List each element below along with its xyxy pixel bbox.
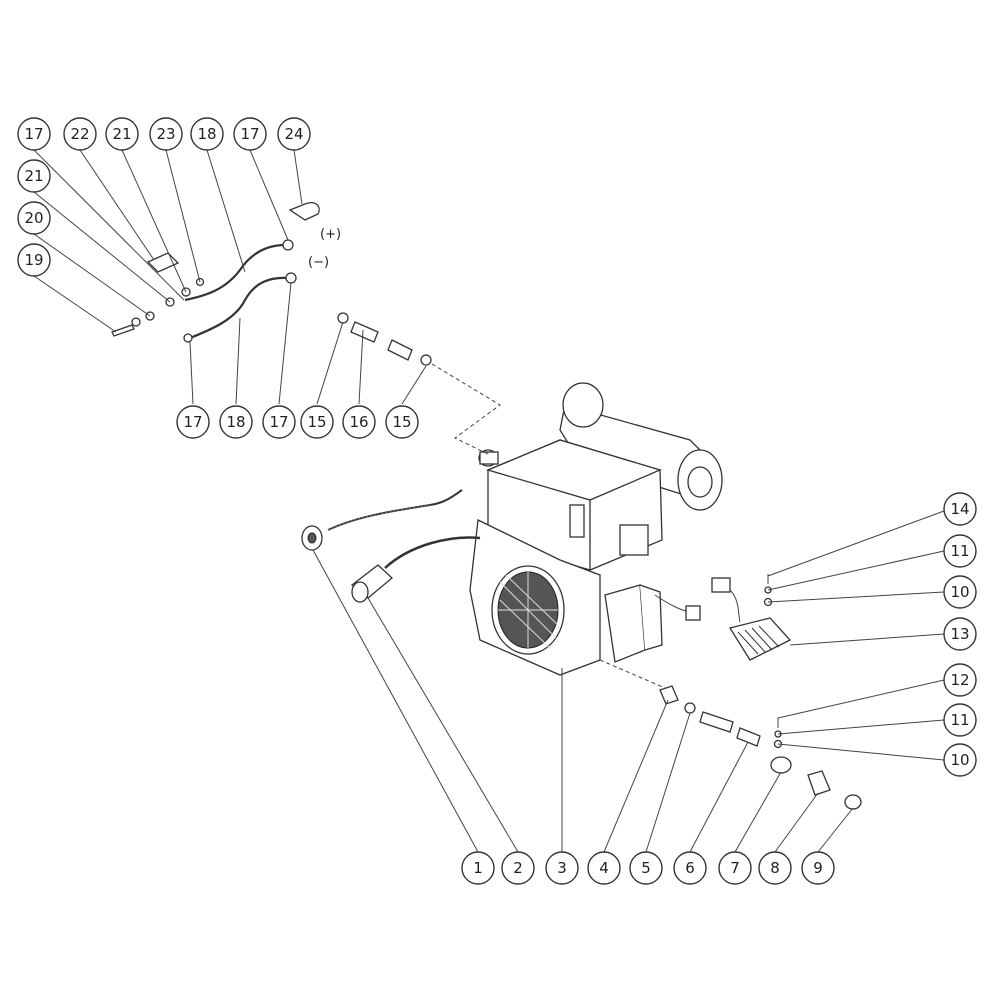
callout-21-top: 21	[105, 117, 139, 151]
callout-17-bottom-left: 17	[176, 405, 210, 439]
callout-5: 5	[629, 851, 663, 885]
svg-text:4: 4	[599, 859, 609, 877]
callout-11-lower: 11	[943, 703, 977, 737]
callout-7: 7	[718, 851, 752, 885]
svg-text:17: 17	[240, 125, 259, 143]
callout-21-left: 21	[17, 159, 51, 193]
svg-text:18: 18	[226, 413, 245, 431]
callout-4: 4	[587, 851, 621, 885]
lower-right-parts	[599, 659, 862, 810]
callout-14: 14	[943, 492, 977, 526]
callout-15-left: 15	[300, 405, 334, 439]
battery-cable-parts	[111, 202, 320, 343]
svg-text:1: 1	[473, 859, 483, 877]
callout-12: 12	[943, 663, 977, 697]
svg-text:21: 21	[112, 125, 131, 143]
svg-text:16: 16	[349, 413, 368, 431]
svg-text:15: 15	[392, 413, 411, 431]
callout-22: 22	[63, 117, 97, 151]
svg-text:10: 10	[950, 751, 969, 769]
svg-text:14: 14	[950, 500, 969, 518]
svg-text:17: 17	[24, 125, 43, 143]
svg-text:17: 17	[183, 413, 202, 431]
callout-13: 13	[943, 617, 977, 651]
svg-text:19: 19	[24, 251, 43, 269]
callout-10-upper: 10	[943, 575, 977, 609]
svg-text:8: 8	[770, 859, 780, 877]
svg-text:10: 10	[950, 583, 969, 601]
svg-text:3: 3	[557, 859, 567, 877]
callout-11-upper: 11	[943, 534, 977, 568]
svg-text:7: 7	[730, 859, 740, 877]
callout-15-right: 15	[385, 405, 419, 439]
negative-sign: (−)	[308, 255, 329, 270]
positive-sign: (+)	[320, 227, 341, 242]
callout-20: 20	[17, 201, 51, 235]
callout-1: 1	[461, 851, 495, 885]
svg-text:22: 22	[70, 125, 89, 143]
callout-10-lower: 10	[943, 743, 977, 777]
callout-17-top-left: 17	[17, 117, 51, 151]
callout-3: 3	[545, 851, 579, 885]
svg-text:13: 13	[950, 625, 969, 643]
svg-text:12: 12	[950, 671, 969, 689]
svg-text:20: 20	[24, 209, 43, 227]
callout-8: 8	[758, 851, 792, 885]
svg-text:5: 5	[641, 859, 651, 877]
svg-text:11: 11	[950, 542, 969, 560]
svg-text:6: 6	[685, 859, 695, 877]
svg-text:17: 17	[269, 413, 288, 431]
choke-cable-assembly	[350, 536, 481, 603]
callout-23: 23	[149, 117, 183, 151]
callout-24: 24	[277, 117, 311, 151]
callout-2: 2	[501, 851, 535, 885]
svg-text:15: 15	[307, 413, 326, 431]
svg-text:21: 21	[24, 167, 43, 185]
callout-17-top-right: 17	[233, 117, 267, 151]
callout-18-bottom: 18	[219, 405, 253, 439]
callout-16: 16	[342, 405, 376, 439]
callout-6: 6	[673, 851, 707, 885]
svg-text:24: 24	[284, 125, 303, 143]
callout-9: 9	[801, 851, 835, 885]
svg-text:23: 23	[156, 125, 175, 143]
svg-text:9: 9	[813, 859, 823, 877]
regulator-parts	[711, 574, 792, 661]
leader-lines	[33, 149, 945, 853]
svg-text:18: 18	[197, 125, 216, 143]
callout-19: 19	[17, 243, 51, 277]
callout-17-bottom-right: 17	[262, 405, 296, 439]
svg-text:11: 11	[950, 711, 969, 729]
engine-assembly	[469, 382, 723, 676]
svg-text:2: 2	[513, 859, 523, 877]
callout-18-top: 18	[190, 117, 224, 151]
ignition-wire-assembly	[301, 489, 463, 551]
